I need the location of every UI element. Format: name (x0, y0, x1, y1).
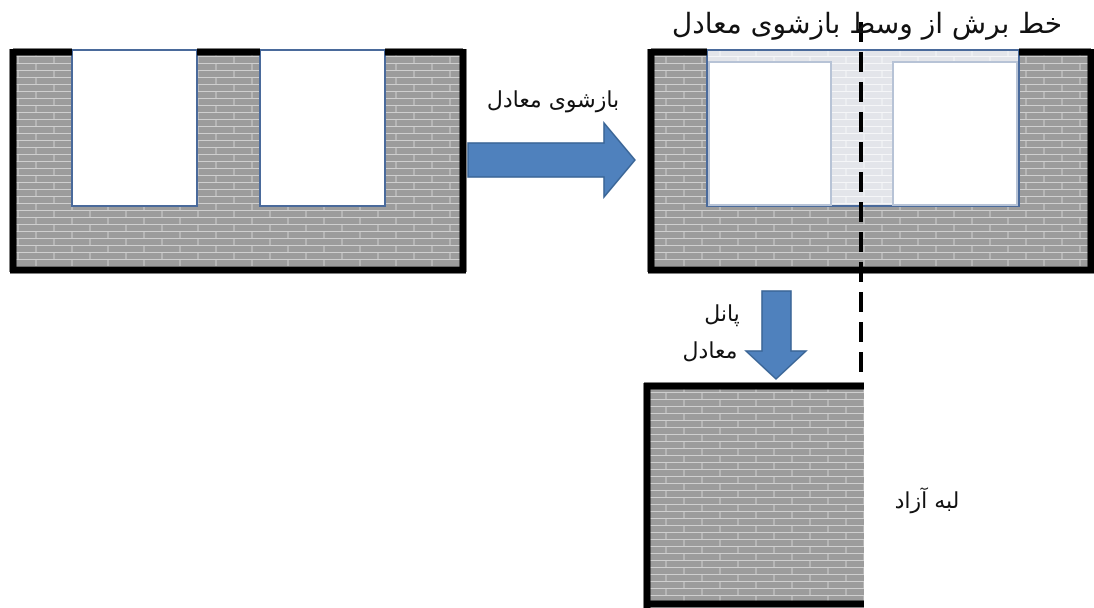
equivalent-panel (643, 382, 864, 608)
free-edge-label: لبه آزاد (895, 487, 960, 514)
cut-line-label: خط برش از وسط بازشوی معادل (672, 7, 1062, 40)
original-opening-left (71, 49, 198, 207)
equivalent-panel-body (647, 386, 864, 604)
equivalent-wall-border (647, 48, 1094, 274)
original-opening-right (259, 49, 386, 207)
original-wall-border (9, 48, 467, 274)
arrow-down-icon (744, 290, 808, 381)
equivalent-opening-left-pane (708, 61, 832, 206)
equivalent-panel-label-line1: پانل (704, 302, 740, 327)
equivalent-panel-border (643, 382, 864, 608)
equivalent-opening-label: بازشوی معادل (487, 88, 619, 113)
arrow-right-icon (467, 120, 636, 200)
equivalent-opening-right-pane (892, 61, 1018, 206)
equivalent-wall (647, 48, 1094, 274)
equivalent-panel-label-line2: معادل (683, 339, 738, 364)
original-wall (9, 48, 467, 274)
